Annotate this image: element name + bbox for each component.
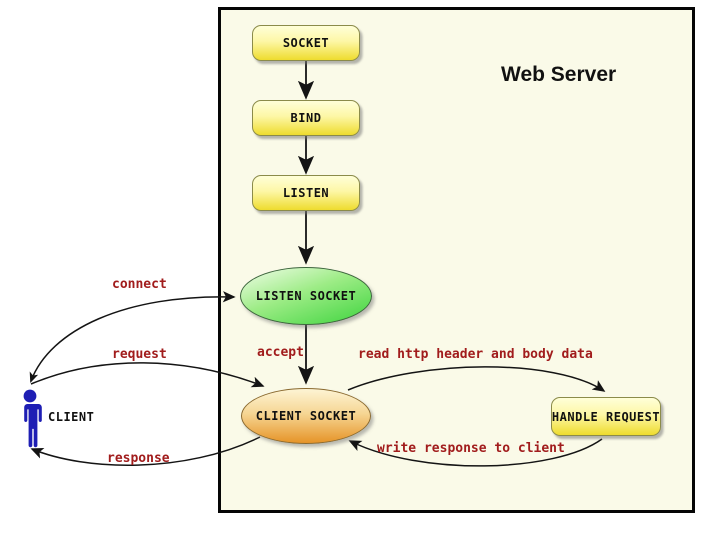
edge-label-request: request [112, 347, 167, 362]
node-socket: SOCKET [252, 25, 360, 61]
edge-label-response: response [107, 451, 170, 466]
edge-label-accept: accept [257, 345, 304, 360]
diagram-title: Web Server [501, 63, 617, 86]
node-bind: BIND [252, 100, 360, 136]
node-client-socket: CLIENT SOCKET [241, 388, 371, 444]
arrow-write-response [348, 438, 603, 467]
client-person-icon [21, 389, 42, 448]
node-handle-request: HANDLE REQUEST [551, 397, 661, 436]
client-label: CLIENT [48, 410, 95, 424]
node-listen: LISTEN [252, 175, 360, 211]
node-listen-socket: LISTEN SOCKET [240, 267, 372, 325]
arrow-read-http [347, 366, 606, 392]
edge-label-write-response: write response to client [377, 441, 565, 456]
arrow-response [30, 436, 261, 466]
edge-label-connect: connect [112, 277, 167, 292]
arrow-connect [29, 291, 236, 383]
edge-label-read-http: read http header and body data [358, 347, 593, 362]
arrow-request [30, 362, 265, 388]
